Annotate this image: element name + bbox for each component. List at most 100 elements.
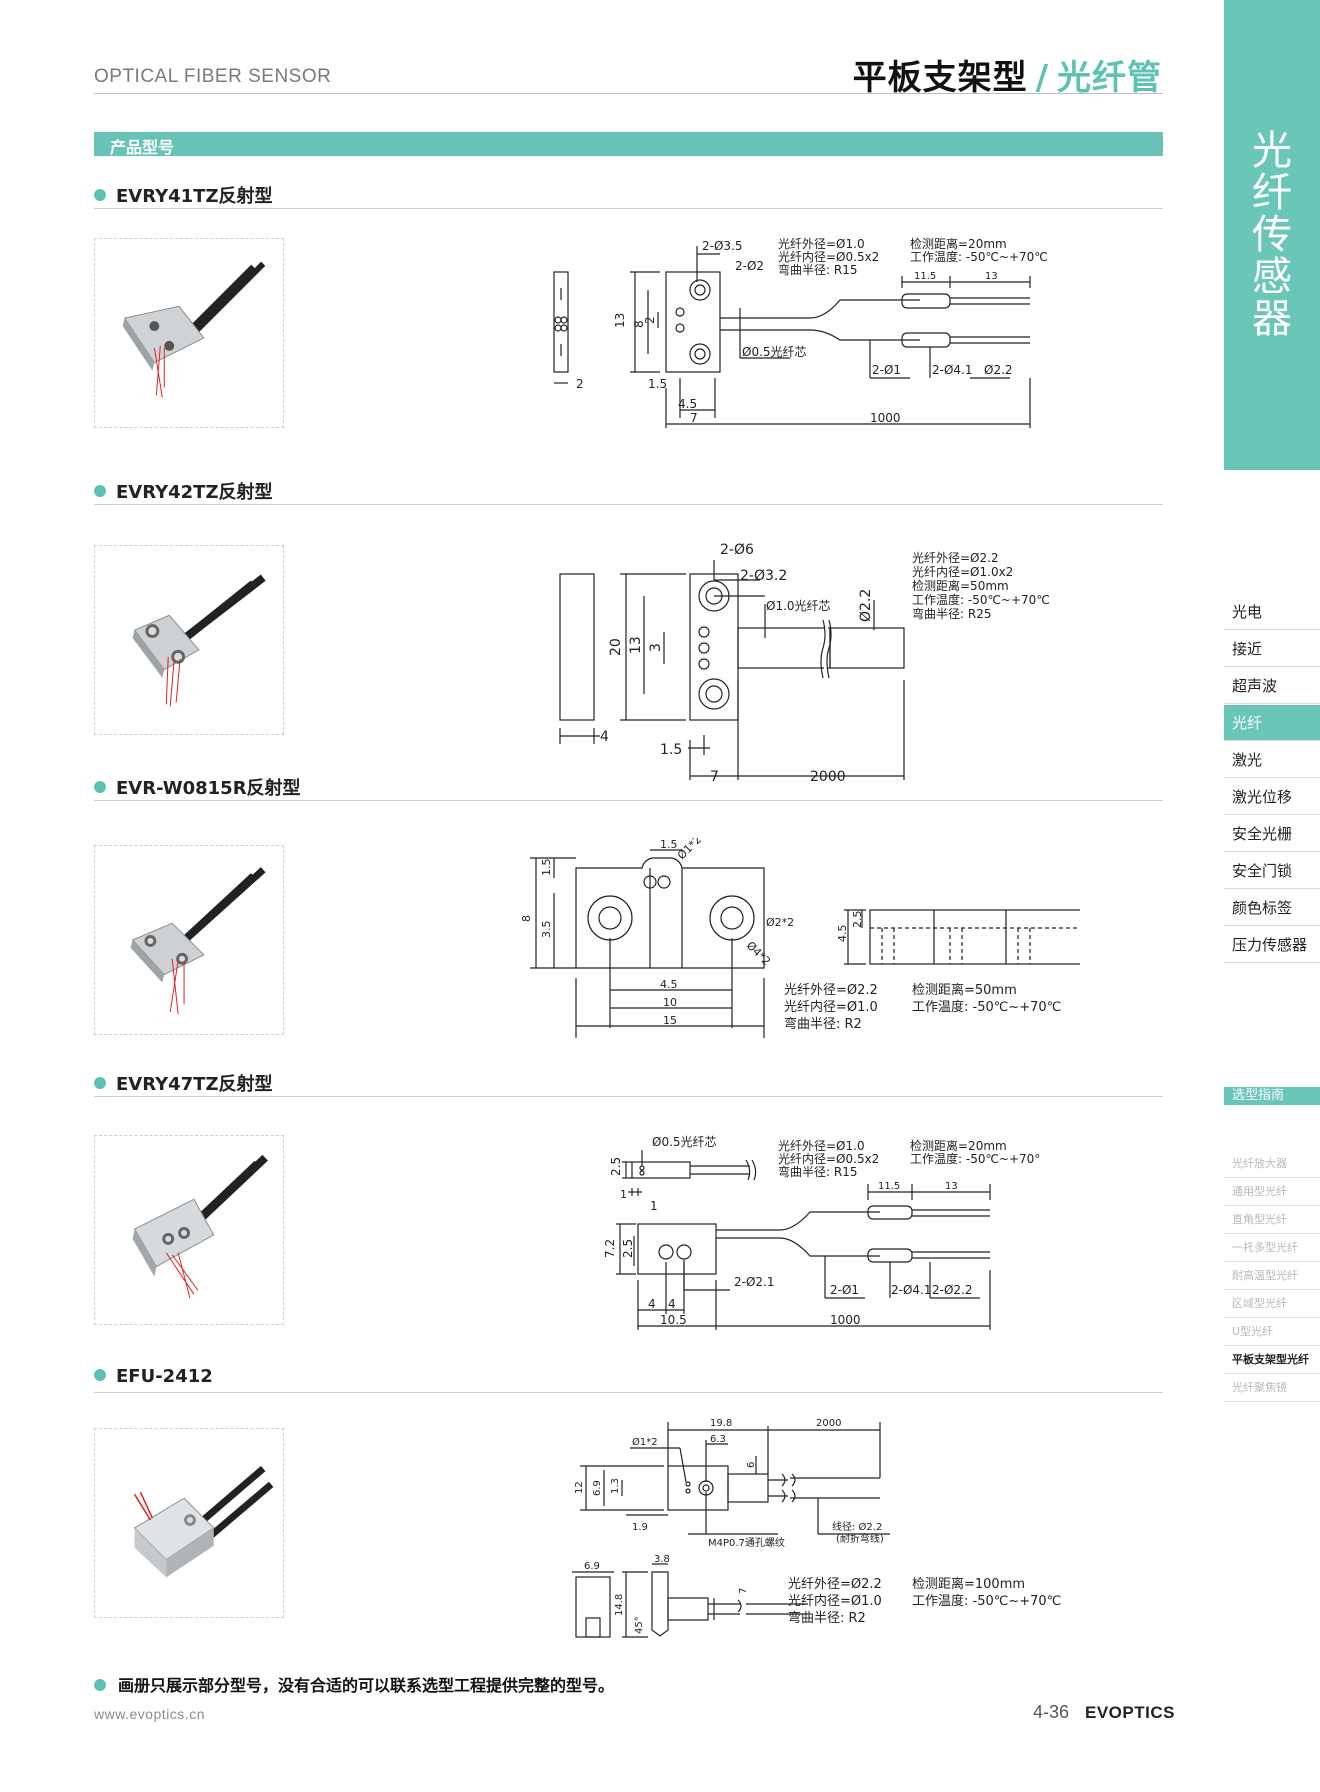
dim-label: 2-Ø2.1 [734, 1275, 775, 1289]
sidebar-item-fiber[interactable]: 光纤 [1224, 705, 1320, 741]
dim-label: 7 [710, 769, 719, 785]
dim-label: 2000 [816, 1418, 841, 1429]
page-title-separator: / [1035, 58, 1049, 98]
guide-item-amplifier[interactable]: 光纤放大器 [1224, 1150, 1320, 1178]
dim-label: 2.5 [621, 1239, 635, 1258]
brand-logo: EVOPTICS [1085, 1703, 1175, 1722]
bullet-dot-icon [94, 485, 106, 497]
dim-label: 线径: Ø2.2 [832, 1520, 882, 1533]
product-title: EVRY42TZ反射型 [94, 478, 273, 504]
dim-label: 13 [613, 313, 627, 328]
dim-label: 7 [738, 1588, 749, 1594]
product-name: EVRY47TZ反射型 [116, 1074, 273, 1095]
guide-item-high-temp[interactable]: 耐高温型光纤 [1224, 1262, 1320, 1290]
dim-label: 6.3 [710, 1434, 726, 1445]
product-photo [94, 238, 284, 428]
footer-note-text: 画册只展示部分型号，没有合适的可以联系选型工程提供完整的型号。 [118, 1676, 615, 1695]
dim-label: 2 [643, 316, 657, 324]
dim-label: Ø2.2 [984, 363, 1013, 377]
sensor-photo-image [133, 1465, 274, 1578]
product-photo [94, 845, 284, 1035]
sidebar-item-photoelectric[interactable]: 光电 [1224, 594, 1320, 630]
dim-label: 6 [746, 1462, 757, 1468]
sidebar-item-laser[interactable]: 激光 [1224, 742, 1320, 778]
spec-text: 弯曲半径: R15 [778, 262, 857, 277]
dim-label: 11.5 [878, 1181, 900, 1192]
spec-text: 光纤内径=Ø1.0 [784, 999, 878, 1015]
selection-guide-header: 选型指南 [1224, 1087, 1320, 1105]
dim-label: (耐折弯线) [836, 1532, 884, 1545]
footer-url[interactable]: www.evoptics.cn [94, 1706, 205, 1722]
sidebar-item-proximity[interactable]: 接近 [1224, 631, 1320, 667]
dim-label: 4 [600, 729, 609, 745]
sidebar-item-color-label[interactable]: 颜色标签 [1224, 890, 1320, 926]
header-category-label: OPTICAL FIBER SENSOR [94, 66, 332, 87]
spec-text: 弯曲半径: R25 [912, 606, 991, 621]
dim-label: 4.5 [836, 925, 849, 943]
dim-label: M4P0.7通孔螺纹 [708, 1536, 785, 1549]
guide-item-right-angle[interactable]: 直角型光纤 [1224, 1206, 1320, 1234]
spec-text: 光纤内径=Ø0.5x2 [778, 250, 879, 264]
page-number: 4-36 [1033, 1702, 1070, 1722]
product-divider [94, 504, 1163, 505]
sidebar-item-laser-displacement[interactable]: 激光位移 [1224, 779, 1320, 815]
dim-label: 1 [620, 1188, 627, 1201]
dim-label: 1.3 [610, 1478, 621, 1494]
guide-item-general[interactable]: 通用型光纤 [1224, 1178, 1320, 1206]
dim-label: Ø0.5光纤芯 [742, 345, 807, 359]
spec-text: 检测距离=20mm [910, 236, 1007, 251]
dim-label: 4 [668, 1297, 676, 1311]
dim-label: 1.9 [632, 1522, 648, 1533]
guide-item-u-type[interactable]: U型光纤 [1224, 1318, 1320, 1346]
spec-text: 检测距离=100mm [912, 1576, 1025, 1592]
dimension-drawing: 19.8 2000 Ø1*2 6.3 6 12 6.9 1.3 1.9 M4P0… [572, 1418, 1061, 1638]
dim-label: 7.2 [603, 1239, 617, 1258]
spec-text: 弯曲半径: R15 [778, 1164, 857, 1179]
dim-label: 3.8 [654, 1554, 670, 1565]
guide-item-flat-bracket[interactable]: 平板支架型光纤 [1224, 1346, 1320, 1374]
spec-text: 光纤内径=Ø1.0 [788, 1593, 882, 1609]
product-divider [94, 1392, 1163, 1393]
spec-text: 工作温度: -50℃~+70℃ [910, 249, 1048, 264]
guide-item-multi[interactable]: 一托多型光纤 [1224, 1234, 1320, 1262]
sidebar-item-safety-light-curtain[interactable]: 安全光栅 [1224, 816, 1320, 852]
spec-text: 弯曲半径: R2 [784, 1016, 862, 1032]
spec-text: 光纤内径=Ø0.5x2 [778, 1152, 879, 1166]
dim-label: Ø2.2 [858, 589, 874, 622]
dim-label: 19.8 [710, 1418, 732, 1429]
dim-label: 2-Ø2 [735, 259, 764, 273]
dim-label: 1000 [830, 1313, 861, 1327]
sidebar-item-safety-door-lock[interactable]: 安全门锁 [1224, 853, 1320, 889]
spec-text: 工作温度: -50℃~+70℃ [910, 1151, 1040, 1166]
product-name: EVRY41TZ反射型 [116, 186, 273, 207]
spec-text: 光纤外径=Ø1.0 [778, 237, 865, 251]
bullet-dot-icon [94, 189, 106, 201]
dim-label: 1 [650, 1199, 658, 1213]
dim-label: 2-Ø1 [830, 1283, 859, 1297]
dim-label: 2-Ø1 [872, 363, 901, 377]
product-title: EVRY47TZ反射型 [94, 1070, 273, 1096]
dim-label: Ø4*2 [744, 939, 773, 968]
product-photo [94, 1135, 284, 1325]
dim-label: 6.9 [592, 1480, 603, 1496]
sidebar-item-pressure[interactable]: 压力传感器 [1224, 927, 1320, 963]
dim-label: 6.9 [584, 1561, 600, 1572]
bullet-dot-icon [94, 1077, 106, 1089]
bullet-dot-icon [94, 781, 106, 793]
guide-item-focus-lens[interactable]: 光纤聚焦镜 [1224, 1374, 1320, 1402]
dim-label: 1.5 [540, 859, 553, 877]
product-divider [94, 800, 1163, 801]
dim-label: Ø0.5光纤芯 [652, 1135, 717, 1149]
page-title-sub: 光纤管 [1057, 58, 1162, 98]
spec-text: 检测距离=20mm [910, 1138, 1007, 1153]
product-title: EFU-2412 [94, 1366, 213, 1387]
sidebar-item-ultrasonic[interactable]: 超声波 [1224, 668, 1320, 704]
spec-text: 检测距离=50mm [912, 578, 1009, 593]
guide-item-area[interactable]: 区域型光纤 [1224, 1290, 1320, 1318]
spec-text: 光纤外径=Ø2.2 [784, 983, 878, 998]
dim-label: 1.5 [648, 377, 667, 391]
dim-label: 4 [648, 1297, 656, 1311]
sidebar-title-char: 器 [1252, 296, 1292, 342]
dim-label: 2000 [810, 769, 846, 785]
sidebar-title-char: 传 [1252, 212, 1292, 258]
